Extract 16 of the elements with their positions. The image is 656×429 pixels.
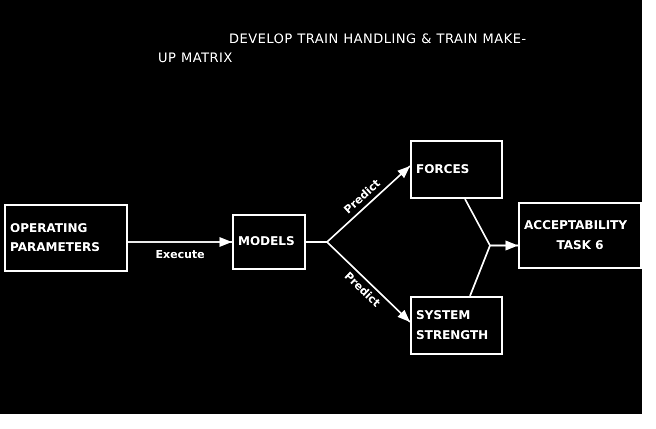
arrow <box>469 240 518 296</box>
edge-label: Execute <box>154 248 206 260</box>
arrow <box>306 241 411 323</box>
box-label: MODELS <box>238 233 296 250</box>
box-label: FORCES <box>416 160 470 178</box>
arrow <box>128 236 232 248</box>
process-box <box>410 296 503 355</box>
box-label: TASK 6 <box>555 236 604 254</box>
box-label: ACCEPTABILITY <box>524 217 628 234</box>
diagram-title: DEVELOP TRAIN HANDLING & TRAIN MAKE-UP MATRIX <box>158 31 528 68</box>
process-box <box>4 204 128 272</box>
process-box <box>410 140 503 199</box>
process-box <box>232 214 306 270</box>
process-box <box>518 202 642 269</box>
box-label: OPERATING PARAMETERS <box>10 220 101 256</box>
box-label: SYSTEM STRENGTH <box>416 307 490 344</box>
